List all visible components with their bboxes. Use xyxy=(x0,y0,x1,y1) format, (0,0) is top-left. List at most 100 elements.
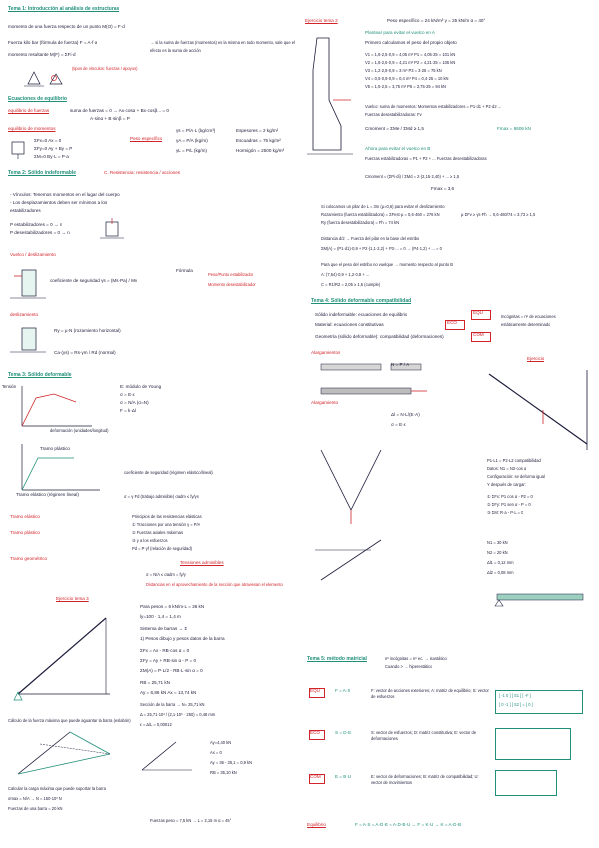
right-list-3: ② Fuerzas axiales máximas xyxy=(132,530,183,535)
row-tag-box-2 xyxy=(309,730,325,740)
row-eq-1: F = A·S xyxy=(335,688,351,693)
tema2-note-1: Peso/Punto estabilizador xyxy=(208,272,254,277)
tema3-def-1: E: módulo de Young xyxy=(120,384,162,389)
desliz-line-8: A: (7,54)·0,9 + 1,2·0,8 + ... xyxy=(321,272,370,277)
truss-sketch-2 xyxy=(17,731,111,775)
right-list-5: Pd = P·γf (relación de seguridad) xyxy=(132,546,192,551)
ej3-bottom-1: Calcular la carga máxima que puede sopor… xyxy=(8,786,106,791)
matrix-box-3 xyxy=(495,770,557,796)
ejercicio-label: Ejercicio xyxy=(527,356,545,361)
ej3-mini-3: Ay = 36 - 35,1 = 0,9 kN xyxy=(210,760,253,765)
deslizamiento-label: deslizamiento xyxy=(10,312,39,317)
peso-right-3: Hormigón = 2500 kg/m³ xyxy=(236,148,285,153)
right-column: Ejercicio tema 2 Peso específico = 24 kN… xyxy=(301,0,599,848)
tema5-final-eq: F = A·S = A·D·E = A·D·B·U → F = K·U → K … xyxy=(355,822,462,827)
truss-sketch-3 xyxy=(141,741,192,771)
block-sketch xyxy=(11,141,25,159)
t4-calc-3: Δl1 = 0,12 mm xyxy=(487,560,514,565)
stability-sketch xyxy=(100,218,124,239)
ej3-mini-2: Ax = 0 xyxy=(210,750,222,755)
graph-axis-x: deformación (unidades/longitud) xyxy=(50,428,109,433)
t4-note-7: ③ ΣM: R·a - P·L = 0 xyxy=(487,510,524,515)
equilibrio-fuerzas-eq: A·sinα + B·sinβ = P xyxy=(90,116,130,121)
ejercicio2-title: Ejercicio tema 2 xyxy=(305,18,338,23)
tema3-def-3: σ = N/A (σ=N) xyxy=(120,400,149,405)
tramo-geometrico: Tramo geométrico xyxy=(10,556,48,561)
tema4-eq-3: σ = E·ε xyxy=(391,422,406,427)
matrix-box-2 xyxy=(495,728,571,760)
row-desc-2: S: vector de esfuerzos; D: matriz consti… xyxy=(371,730,477,741)
tema4-side-2: estáticamente determinado xyxy=(501,322,551,327)
equilibrio-fuerzas-text: suma de fuerzas = 0 → Ax·cosα + Bx·cosβ.… xyxy=(70,108,169,113)
left-column: Tema 1: Introducción al análisis de estr… xyxy=(0,0,298,848)
beam-loaded-sketch xyxy=(494,593,584,607)
t4-note-2: Datos: N1 = N2·cos α xyxy=(487,466,527,471)
ej2-line-4: V2 = 1,8·2,6·0,9 = 4,21 m³ P2 = 4,21·25 … xyxy=(365,60,456,65)
tema1-line-3: momento resultante M(F) = ΣFi·d xyxy=(8,52,76,57)
t4-note-4: Y después de cargar: xyxy=(487,482,526,487)
ej2-line-5: V3 = 1,2·2,8·0,9 = 3 m³ P3 = 3·25 = 75 k… xyxy=(365,68,442,73)
right-list-2: ① Tracciones por una tensión γ = P/A xyxy=(132,522,201,527)
ej2-line-6: V4 = 0,5·0,9·0,9 = 0,4 m³ P4 = 0,4·25 = … xyxy=(365,76,449,81)
tema1-note: (tipos de vínculos: fuerzas / apoyos) xyxy=(72,66,138,71)
row-eq-3: E = B·U xyxy=(335,774,352,779)
ej3-line-7: ΣM(A) = P·L/2 - RB·L·sin α = 0 xyxy=(140,668,203,673)
peso-line-1: γs = P/A·L (kg/cm³) xyxy=(176,128,216,133)
ej3-mini-4: RB = 35,10 kN xyxy=(210,770,237,775)
tensiones-eq: σ = N/A ≤ σadm = fy/γ xyxy=(146,572,186,577)
ej3-line-9: Ay = 6,86 kN Ax = 13,74 kN xyxy=(140,690,197,695)
ej2-ahora: Ahora para evitar el vuelco en B xyxy=(365,146,431,151)
row-tag-box-1 xyxy=(309,688,325,698)
equilibrio-title: Ecuaciones de equilibrio xyxy=(8,96,67,102)
tema4-item-2: Material: ecuaciones constitutivas xyxy=(315,322,384,327)
t4-calc-4: Δl2 = 0,08 mm xyxy=(487,570,514,575)
tag-box-equ xyxy=(471,310,491,320)
deslizamiento-eq: Ry = μ·N (rozamiento horizontal) xyxy=(54,328,121,333)
tema3-def-2: σ = E·ε xyxy=(120,392,135,397)
desliz-line-5: Distancia d/2 → Fuerza del pilar en la b… xyxy=(321,236,420,241)
vuelco-sketch xyxy=(10,269,46,299)
tema4-side-1: Incógnitas = nº de ecuaciones xyxy=(501,314,556,319)
ej3-result-2: ε = Δ/L = 0,00012 xyxy=(140,722,172,727)
matrix-line-1: [ -1 0 ] [ S1 ] [ -F ] xyxy=(499,693,531,698)
wall-section-sketch xyxy=(307,37,353,155)
tramo-plastico: Tramo plástico xyxy=(10,530,40,535)
row-eq-2: S = D·E xyxy=(335,730,352,735)
desliz-line-4: μ·ΣFv ≥ γs·Fh → 0,6·460/74 = 3,73 ≥ 1,5 xyxy=(461,212,536,217)
tema5-intro2: Cuando > → hiperestático xyxy=(385,664,433,669)
fluencia-label: Tramo plástico xyxy=(40,446,70,451)
ej3-secc: Sección de la barra → N= 25,71 kN xyxy=(140,702,205,707)
ej3-line-1: Para pesos = 6 kN/m·L = 36 kN xyxy=(140,604,205,609)
tag-box-com xyxy=(471,332,491,342)
graph-axis-y: Tensión xyxy=(2,384,17,389)
tema2-line-3: estabilizadores xyxy=(10,208,41,213)
ej2-vuelco2: Fuerzas desestabilizadoras: Fv xyxy=(365,112,422,117)
row-tag-3: COM xyxy=(310,774,321,779)
peso-line-3: γL = P/L (kg/m) xyxy=(176,148,207,153)
tema4-title: Tema 4: Sólido deformable compatibilidad xyxy=(311,298,412,304)
ej2-line-1: Plantear para evitar el vuelco en A xyxy=(365,30,435,35)
supports-sketch xyxy=(24,71,63,87)
tema1-line-2: Fuerza kilo bar (fórmula de fuerza) F = … xyxy=(8,40,98,45)
peso-right-2: Escuadras = 75 kg/m² xyxy=(236,138,281,143)
resist-label: coeficiente de seguridad (régimen elásti… xyxy=(124,470,213,475)
tema4-item-3: Geometría (sólido deformable): compatibi… xyxy=(315,334,444,339)
desliz-line-3: Ry (fuerza desestabilizadora) = Fh = 74 … xyxy=(321,220,400,225)
ej2-line-7: V5 = 1,5·2,5 = 3,75 m³ P5 = 3,75·25 = 94… xyxy=(365,84,447,89)
desliz-line-1: Si colocamos un pilar de L = 3m (μ=0,6) … xyxy=(321,204,445,209)
beam-cable-sketch xyxy=(488,370,588,450)
t4-note-6: ② ΣFy: P1 sen α - P = 0 xyxy=(487,502,531,507)
ej2-line-2: Primero calculamos el peso del propio ob… xyxy=(365,40,457,45)
ej2-line-3: V1 = 1,8·2,5·0,9 = 4,05 m³ P1 = 4,05·25 … xyxy=(365,52,456,57)
t4-note-3: Configuración: se deforma igual xyxy=(487,474,545,479)
tema4-eq-2: Δl = N·L/(E·A) xyxy=(391,412,420,417)
t4-note-5: ① ΣFx: P1 cos α - P2 = 0 xyxy=(487,494,533,499)
tema3-def-4: F = k·Δl xyxy=(120,408,136,413)
deslizamiento-eq2: Ca·(γs) = Rs·γm / Rd (normal) xyxy=(54,350,116,355)
ej3-bottom2: Cálculo de la fuerza máxima que puede ag… xyxy=(8,718,131,723)
tag-equ: EQU xyxy=(473,310,483,315)
ej2-fmax: Fmax = 3,6 xyxy=(431,186,455,191)
tema4-item-1: Sólido indeformable: ecuaciones de equil… xyxy=(315,312,408,317)
matrix-line-2: [ 0 -1 ] [ S2 ] = [ 0 ] xyxy=(499,702,533,707)
ej2-vuelco: Vuelco: suma de momentos: Momentos estab… xyxy=(365,104,502,109)
